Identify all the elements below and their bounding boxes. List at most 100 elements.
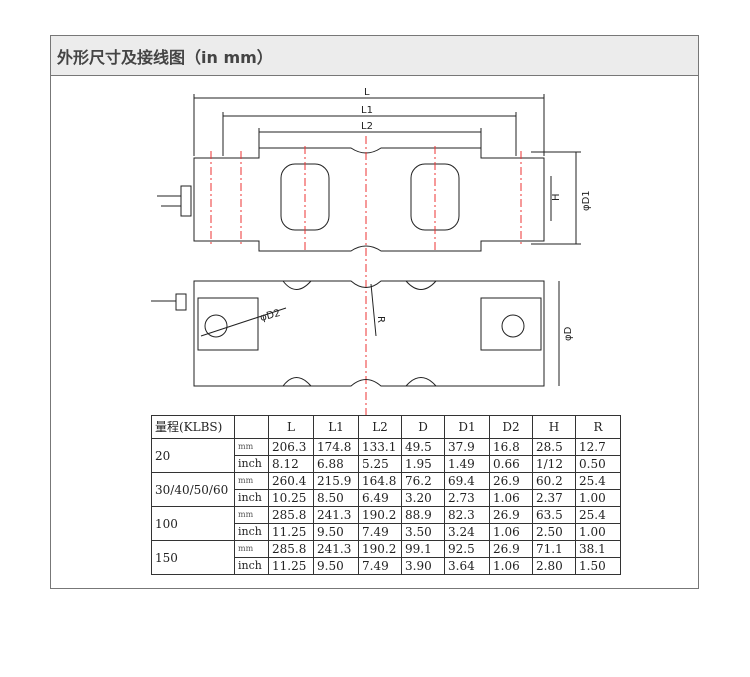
value-cell: 190.2 (358, 540, 402, 558)
value-cell: 38.1 (575, 540, 621, 558)
value-cell: 3.50 (401, 523, 445, 541)
value-cell: 0.66 (489, 455, 533, 473)
range-cell: 150 (151, 540, 235, 575)
unit-cell: inch (234, 557, 269, 575)
value-cell: 2.73 (444, 489, 490, 507)
value-cell: 99.1 (401, 540, 445, 558)
side-view (151, 280, 560, 387)
value-cell: 25.4 (575, 506, 621, 524)
value-cell: 76.2 (401, 472, 445, 490)
value-cell: 37.9 (444, 438, 490, 456)
value-cell: 2.50 (532, 523, 576, 541)
value-cell: 1.95 (401, 455, 445, 473)
value-cell: 12.7 (575, 438, 621, 456)
column-header: D1 (444, 415, 490, 439)
range-cell: 30/40/50/60 (151, 472, 235, 507)
value-cell: 69.4 (444, 472, 490, 490)
unit-cell: inch (234, 523, 269, 541)
dim-H-label: H (551, 193, 562, 201)
value-cell: 241.3 (313, 540, 359, 558)
value-cell: 5.25 (358, 455, 402, 473)
value-cell: 60.2 (532, 472, 576, 490)
value-cell: 1.00 (575, 523, 621, 541)
value-cell: 190.2 (358, 506, 402, 524)
value-cell: 1.06 (489, 523, 533, 541)
value-cell: 71.1 (532, 540, 576, 558)
value-cell: 88.9 (401, 506, 445, 524)
value-cell: 26.9 (489, 540, 533, 558)
value-cell: 174.8 (313, 438, 359, 456)
value-cell: 164.8 (358, 472, 402, 490)
unit-cell: inch (234, 455, 269, 473)
value-cell: 3.64 (444, 557, 490, 575)
value-cell: 11.25 (268, 557, 314, 575)
value-cell: 8.12 (268, 455, 314, 473)
value-cell: 11.25 (268, 523, 314, 541)
unit-cell: mm (234, 472, 269, 490)
dim-R-label: R (375, 316, 386, 323)
unit-cell: mm (234, 540, 269, 558)
value-cell: 82.3 (444, 506, 490, 524)
value-cell: 1.50 (575, 557, 621, 575)
value-cell: 6.88 (313, 455, 359, 473)
dim-D2-label: φD2 (259, 308, 282, 324)
column-header: 量程(KLBS) (151, 415, 235, 439)
value-cell: 16.8 (489, 438, 533, 456)
column-header: L1 (313, 415, 359, 439)
value-cell: 3.90 (401, 557, 445, 575)
column-header: L (268, 415, 314, 439)
value-cell: 6.49 (358, 489, 402, 507)
column-header: R (575, 415, 621, 439)
range-cell: 20 (151, 438, 235, 473)
value-cell: 9.50 (313, 557, 359, 575)
value-cell: 241.3 (313, 506, 359, 524)
value-cell: 7.49 (358, 557, 402, 575)
dim-D1-label: φD1 (581, 190, 592, 211)
value-cell: 133.1 (358, 438, 402, 456)
column-header: H (532, 415, 576, 439)
column-header: D2 (489, 415, 533, 439)
value-cell: 25.4 (575, 472, 621, 490)
unit-cell: mm (234, 506, 269, 524)
column-header: L2 (358, 415, 402, 439)
value-cell: 1.06 (489, 489, 533, 507)
value-cell: 10.25 (268, 489, 314, 507)
value-cell: 63.5 (532, 506, 576, 524)
value-cell: 92.5 (444, 540, 490, 558)
value-cell: 1.00 (575, 489, 621, 507)
value-cell: 7.49 (358, 523, 402, 541)
range-cell: 100 (151, 506, 235, 541)
unit-cell: mm (234, 438, 269, 456)
value-cell: 3.20 (401, 489, 445, 507)
value-cell: 26.9 (489, 472, 533, 490)
value-cell: 2.80 (532, 557, 576, 575)
value-cell: 9.50 (313, 523, 359, 541)
value-cell: 260.4 (268, 472, 314, 490)
column-header: D (401, 415, 445, 439)
unit-cell: inch (234, 489, 269, 507)
dim-D-label: φD (563, 326, 574, 341)
value-cell: 206.3 (268, 438, 314, 456)
value-cell: 2.37 (532, 489, 576, 507)
value-cell: 1.49 (444, 455, 490, 473)
value-cell: 8.50 (313, 489, 359, 507)
value-cell: 3.24 (444, 523, 490, 541)
dim-L1-label: L1 (361, 105, 373, 116)
value-cell: 1/12 (532, 455, 576, 473)
value-cell: 285.8 (268, 540, 314, 558)
value-cell: 0.50 (575, 455, 621, 473)
value-cell: 1.06 (489, 557, 533, 575)
value-cell: 215.9 (313, 472, 359, 490)
dim-L-label: L (364, 87, 370, 98)
column-header (234, 415, 269, 439)
panel-title: 外形尺寸及接线图（in mm） (51, 36, 698, 76)
value-cell: 28.5 (532, 438, 576, 456)
dimension-drawing: L L1 L2 H φD1 φD2 R φD (151, 87, 592, 416)
